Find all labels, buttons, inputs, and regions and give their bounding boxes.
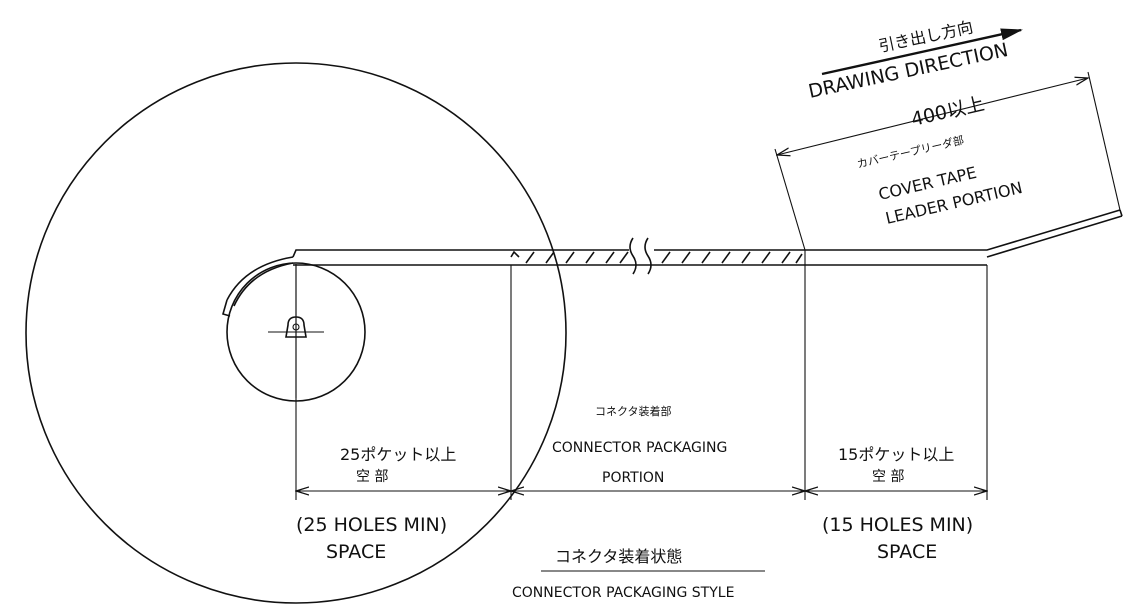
left-space-en-line1: (25 HOLES MIN) — [296, 514, 447, 536]
caption-en: CONNECTOR PACKAGING STYLE — [512, 585, 734, 601]
right-space-en-line1: (15 HOLES MIN) — [822, 514, 973, 536]
left-space-jp-line1: 25ポケット以上 — [340, 445, 456, 464]
connector-hatching — [510, 250, 803, 264]
connector-en-line1: CONNECTOR PACKAGING — [552, 440, 727, 456]
right-space-en-line2: SPACE — [877, 541, 937, 563]
connector-jp: コネクタ装着部 — [595, 404, 672, 418]
reel-outer-circle — [25, 62, 567, 604]
extension-lines — [295, 71, 1121, 500]
leader-jp: カバーテープリーダ部 — [856, 133, 966, 171]
tape-wrap — [222, 256, 294, 317]
cover-tape-line — [292, 209, 1123, 258]
dimension-leader-400 — [777, 78, 1088, 155]
left-space-jp-line2: 空 部 — [356, 469, 388, 485]
leader-length: 400以上 — [909, 93, 986, 131]
caption-jp: コネクタ装着状態 — [555, 547, 682, 566]
right-space-jp-line1: 15ポケット以上 — [838, 445, 954, 464]
break-symbol — [629, 237, 652, 275]
drawing-direction-arrow — [821, 28, 1023, 76]
left-space-en-line2: SPACE — [326, 541, 386, 563]
connector-en-line2: PORTION — [602, 470, 664, 486]
right-space-jp-line2: 空 部 — [872, 469, 904, 485]
